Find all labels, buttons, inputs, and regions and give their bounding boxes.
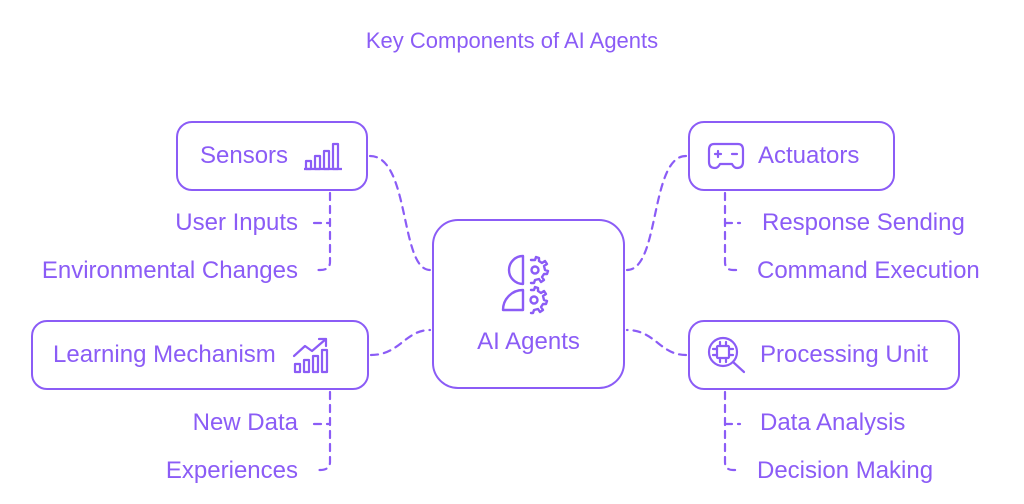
connector-processing [625,328,688,357]
diagram-title: Key Components of AI Agents [365,28,659,53]
processing-node: Processing Unit [688,320,960,390]
connector-processing-sub [723,390,742,472]
learning-label: Learning Mechanism [53,341,276,368]
sensors-item-2: Environmental Changes [41,257,298,284]
connector-sensors [368,154,432,272]
actuators-node: Actuators [688,121,895,191]
connector-actuators-sub [723,191,742,272]
connector-actuators [625,154,688,272]
actuators-item-2: Command Execution [757,257,980,284]
gamepad-icon [706,140,746,172]
chip-search-icon [706,335,748,375]
processing-item-1: Data Analysis [760,409,906,436]
center-node: AI Agents [432,219,625,389]
signal-bars-icon [304,141,343,171]
learning-item-2: Experiences [165,457,298,484]
processing-label: Processing Unit [760,341,929,368]
connector-learning [369,328,432,357]
connector-learning-sub [312,390,332,472]
ai-head-gear-icon [499,252,559,316]
growth-chart-icon [292,336,332,374]
sensors-node: Sensors [176,121,368,191]
center-label: AI Agents [477,328,580,355]
actuators-item-1: Response Sending [762,209,965,236]
learning-node: Learning Mechanism [31,320,369,390]
processing-item-2: Decision Making [757,457,934,484]
sensors-label: Sensors [200,142,289,169]
actuators-label: Actuators [758,142,860,169]
connector-sensors-sub [312,191,332,272]
learning-item-1: New Data [192,409,298,436]
sensors-item-1: User Inputs [175,209,298,236]
